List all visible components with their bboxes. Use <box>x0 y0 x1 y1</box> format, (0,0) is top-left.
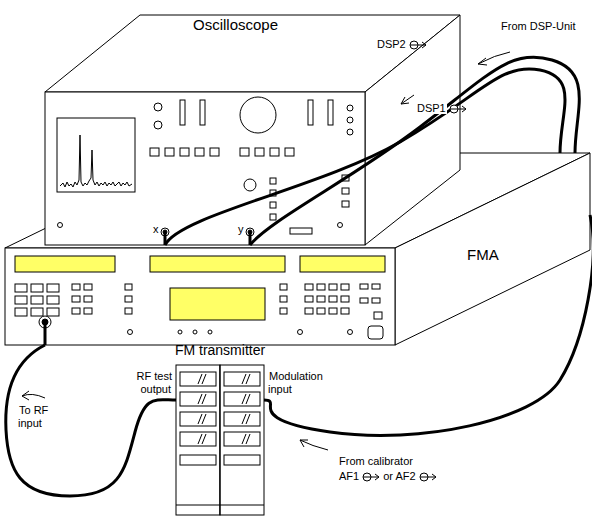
label-group: From DSP-Unit <box>500 20 577 33</box>
signal-label: DSP2 <box>376 38 407 50</box>
cable <box>264 215 592 435</box>
connector-icon <box>419 472 437 482</box>
label-group: Modulation input <box>268 370 330 395</box>
label-group: y <box>237 223 245 236</box>
fma-display <box>170 288 265 320</box>
signal-label: Modulation input <box>268 370 323 395</box>
connector-icon <box>409 40 427 50</box>
rack-modules <box>176 365 264 515</box>
label-group: RF test output <box>126 370 172 395</box>
label-group: AF1 or AF2 <box>338 470 439 483</box>
connector-icon <box>449 104 467 114</box>
scope-controls <box>58 97 354 234</box>
device-name: FMA <box>467 247 499 264</box>
label-group: From calibrator <box>338 455 414 468</box>
signal-label: or AF2 <box>382 470 416 482</box>
fma-analyzer: FMA <box>5 153 590 345</box>
device-name: Oscilloscope <box>193 17 278 34</box>
signal-label: To RF input <box>18 404 48 429</box>
signal-label: x <box>152 223 160 235</box>
cable <box>250 57 579 245</box>
signal-label: AF1 <box>338 470 360 482</box>
signal-label: From DSP-Unit <box>500 20 577 32</box>
label-group: To RF input <box>18 404 70 429</box>
fma-bar <box>300 256 385 272</box>
rack-cabinet <box>220 365 264 515</box>
cable <box>165 69 565 245</box>
signal-label: DSP1 <box>416 102 447 114</box>
fma-front <box>5 248 395 345</box>
rf-input-jack <box>39 316 51 345</box>
direction-arrows <box>22 52 510 450</box>
signal-label: RF test output <box>136 370 172 395</box>
device-name: FM transmitter <box>175 343 265 358</box>
connector-icon <box>362 472 380 482</box>
cable <box>6 345 176 496</box>
spectrum-trace <box>60 135 132 187</box>
label-group: DSP2 <box>376 38 429 51</box>
scope-screen <box>57 118 135 192</box>
label-group: DSP1 <box>416 102 469 115</box>
fm-transmitter: FM transmitter <box>176 365 264 515</box>
fma-bar <box>150 256 285 272</box>
fma-bar <box>15 256 115 272</box>
scope-front <box>45 92 365 245</box>
rack-cabinet <box>176 365 220 515</box>
fma-buttons <box>15 284 383 339</box>
label-group: x <box>152 223 160 236</box>
signal-label: From calibrator <box>338 455 414 467</box>
scope-side <box>365 15 460 245</box>
signal-label: y <box>237 223 245 235</box>
